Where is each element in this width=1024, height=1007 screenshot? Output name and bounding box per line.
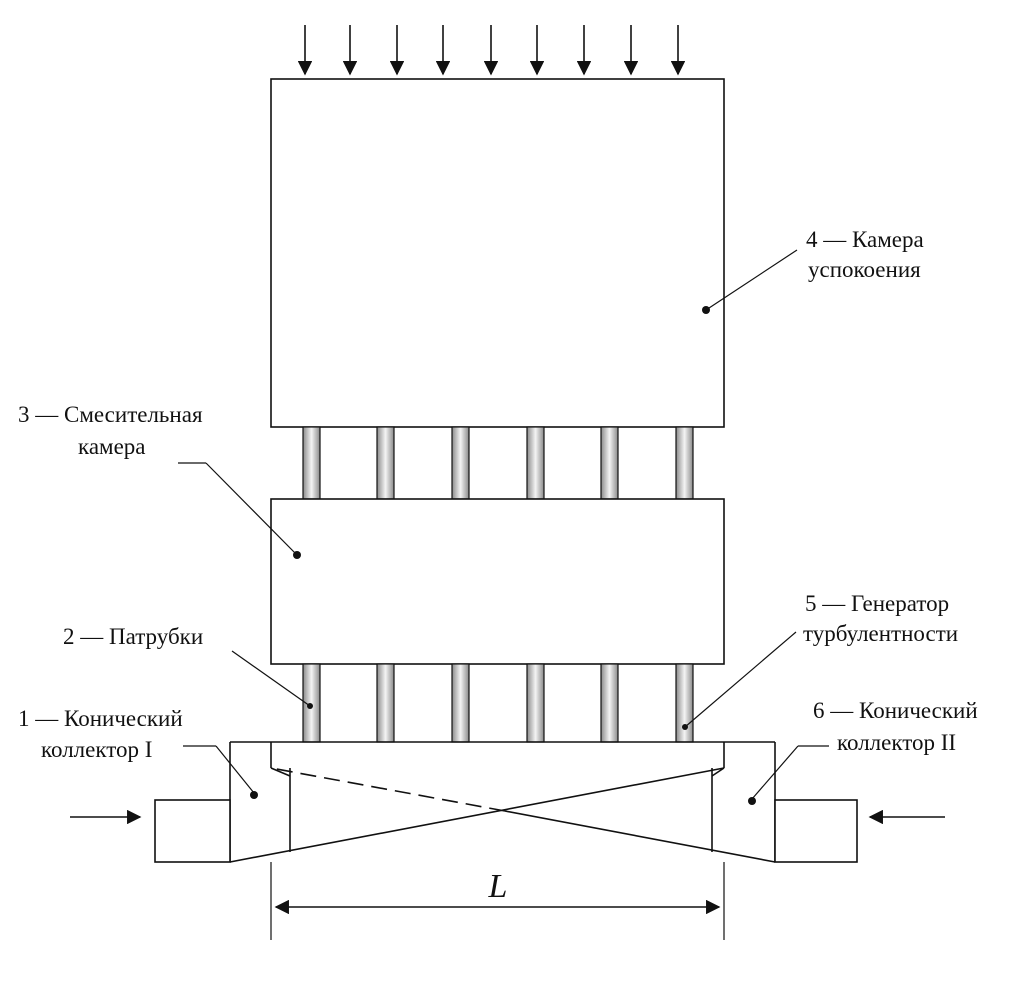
lower-pipes	[302, 663, 694, 743]
nozzle	[675, 663, 694, 743]
label-turbulence-generator: 5 — Генератор турбулентности	[803, 591, 958, 646]
inlet-pipe-right	[774, 799, 858, 863]
label-line: 5 — Генератор	[805, 591, 949, 616]
pipe	[451, 426, 470, 500]
dimension-label: L	[488, 868, 508, 905]
pipe	[526, 426, 545, 500]
leader-mixing-chamber	[205, 462, 298, 556]
label-collector-1: 1 — Конический коллектор I	[18, 706, 183, 762]
dimension-L: L	[270, 862, 725, 940]
leader-turbulence-generator	[684, 631, 797, 728]
leader-dot	[748, 797, 756, 805]
leader-nozzles	[231, 650, 311, 707]
leader-dot	[307, 703, 313, 709]
pipe	[600, 426, 619, 500]
inlet-pipe-left	[154, 799, 231, 863]
pipe	[376, 426, 395, 500]
label-line: 2 — Патрубки	[63, 624, 203, 649]
label-line: камера	[78, 434, 146, 459]
leaders	[178, 249, 829, 805]
leader-dot	[250, 791, 258, 799]
label-line: коллектор I	[41, 737, 152, 762]
nozzle	[451, 663, 470, 743]
label-collector-2: 6 — Конический коллектор II	[813, 698, 978, 755]
label-settling-chamber: 4 — Камера успокоения	[806, 227, 924, 282]
label-line: коллектор II	[837, 730, 956, 755]
label-nozzles: 2 — Патрубки	[63, 624, 203, 649]
pipe	[302, 426, 321, 500]
mixing-chamber	[270, 498, 725, 665]
leader-dot	[293, 551, 301, 559]
leader-collector-2	[751, 745, 799, 800]
leader-dot	[702, 306, 710, 314]
label-line: 1 — Конический	[18, 706, 183, 731]
label-line: 6 — Конический	[813, 698, 978, 723]
label-line: турбулентности	[803, 621, 958, 646]
conical-collectors	[154, 741, 858, 863]
collector-1-cone-wall-hidden	[270, 767, 506, 812]
label-line: 4 — Камера	[806, 227, 924, 252]
label-line: 3 — Смесительная	[18, 402, 203, 427]
collector-1-cone-wall	[504, 810, 776, 863]
leader-dot	[682, 724, 688, 730]
upper-pipes	[302, 426, 694, 500]
nozzle	[600, 663, 619, 743]
collector-2-cone-wall	[229, 767, 725, 863]
inflow-arrows-top	[297, 25, 686, 76]
leader-settling-chamber	[705, 249, 798, 311]
leader-collector-1	[215, 745, 255, 794]
nozzle	[376, 663, 395, 743]
label-mixing-chamber: 3 — Смесительная камера	[18, 402, 203, 459]
settling-chamber	[270, 78, 725, 428]
label-line: успокоения	[808, 257, 921, 282]
pipe	[675, 426, 694, 500]
nozzle	[526, 663, 545, 743]
